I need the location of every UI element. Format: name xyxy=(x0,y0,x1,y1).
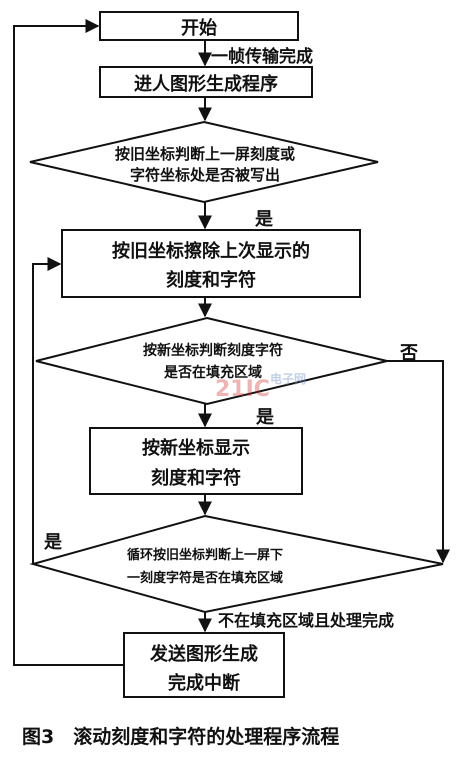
send-line1: 发送图形生成 xyxy=(150,644,258,665)
yes-label-3: 是 xyxy=(44,532,62,553)
watermark-sub: 电子网 xyxy=(270,372,307,386)
yes-label-1: 是 xyxy=(255,209,273,230)
decision-loop-line2: 一刻度字符是否在填充区域 xyxy=(126,571,283,586)
show-box xyxy=(89,427,303,495)
watermark-logo: 21IC xyxy=(215,377,270,402)
yes-label-2: 是 xyxy=(256,407,274,428)
erase-box xyxy=(61,229,361,298)
decision-loop-line1: 循环按旧坐标判断上一屏下 xyxy=(126,548,283,563)
decision-new-coords-line2: 是否在填充区域 xyxy=(164,365,262,381)
frame-done-label: 一帧传输完成 xyxy=(211,47,313,67)
show-line2: 刻度和字符 xyxy=(151,468,241,489)
start-label: 开始 xyxy=(181,18,217,39)
figure-caption: 图3 滚动刻度和字符的处理程序流程 xyxy=(22,726,340,748)
send-line2: 完成中断 xyxy=(168,673,240,694)
decision-old-coords-line1: 按旧坐标判断上一屏刻度或 xyxy=(114,145,295,163)
erase-line1: 按旧坐标擦除上次显示的 xyxy=(112,241,310,262)
start-box xyxy=(99,11,299,41)
decision-old-coords-line2: 字符坐标处是否被写出 xyxy=(129,166,280,184)
erase-line2: 刻度和字符 xyxy=(166,270,256,291)
not-in-region-label: 不在填充区域且处理完成 xyxy=(218,611,395,630)
decision-loop xyxy=(29,514,444,614)
show-line1: 按新坐标显示 xyxy=(142,438,250,459)
send-box xyxy=(123,632,285,698)
enter-program-label: 进人图形生成程序 xyxy=(134,74,278,95)
no-label: 否 xyxy=(400,343,418,364)
decision-new-coords-line1: 按新坐标判断刻度字符 xyxy=(143,343,283,359)
decision-new-coords xyxy=(35,316,388,406)
